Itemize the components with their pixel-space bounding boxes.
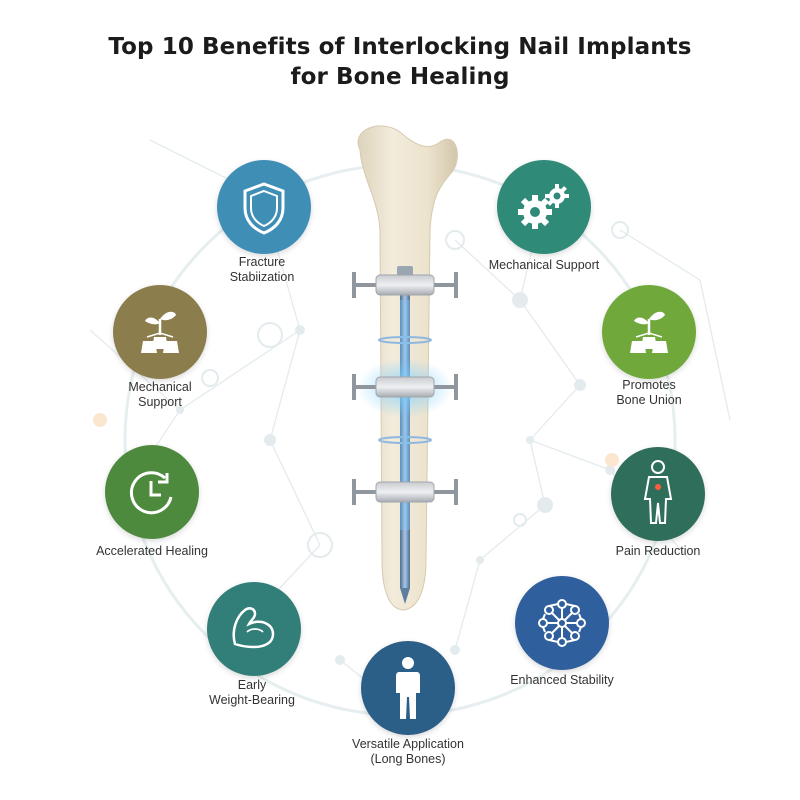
benefit-label-enhanced-stability: Enhanced Stability: [510, 673, 614, 687]
benefit-badge-enhanced-stability: [515, 576, 609, 670]
sprout-blocks-icon: [141, 311, 179, 353]
benefit-badge-pain-reduction: [611, 447, 705, 541]
locking-screw-middle: [352, 374, 458, 400]
clock-icon: [129, 471, 173, 515]
shield-icon: [243, 182, 285, 235]
benefit-badge-mechanical-support-left: [113, 285, 207, 379]
benefit-badge-promotes-bone-union: [602, 285, 696, 379]
locking-screw-bottom: [352, 479, 458, 505]
person-icon: [396, 657, 420, 719]
body-icon: [643, 460, 673, 524]
benefit-label-pain-reduction: Pain Reduction: [615, 544, 701, 558]
benefit-label-versatile-application: Versatile Application(Long Bones): [352, 737, 464, 766]
sprout-blocks-icon: [630, 311, 668, 353]
benefit-badge-fracture-stabilization: [217, 160, 311, 254]
page-title-line-1: Top 10 Benefits of Interlocking Nail Imp…: [108, 34, 692, 60]
nail-rod: [400, 268, 410, 588]
muscle-icon: [232, 607, 275, 649]
locking-screw-top: [352, 272, 458, 298]
page-title-line-2: for Bone Healing: [290, 64, 510, 90]
gears-icon: [518, 184, 569, 229]
benefit-badge-versatile-application: [361, 641, 455, 735]
benefit-label-accelerated-healing: Accelerated Healing: [96, 544, 208, 558]
benefit-badge-accelerated-healing: [105, 445, 199, 539]
benefit-badge-early-weight-bearing: [207, 582, 301, 676]
network-icon: [538, 599, 586, 647]
benefit-badge-mechanical-support-right: [497, 160, 591, 254]
benefit-label-mechanical-support-right: Mechanical Support: [488, 258, 600, 272]
